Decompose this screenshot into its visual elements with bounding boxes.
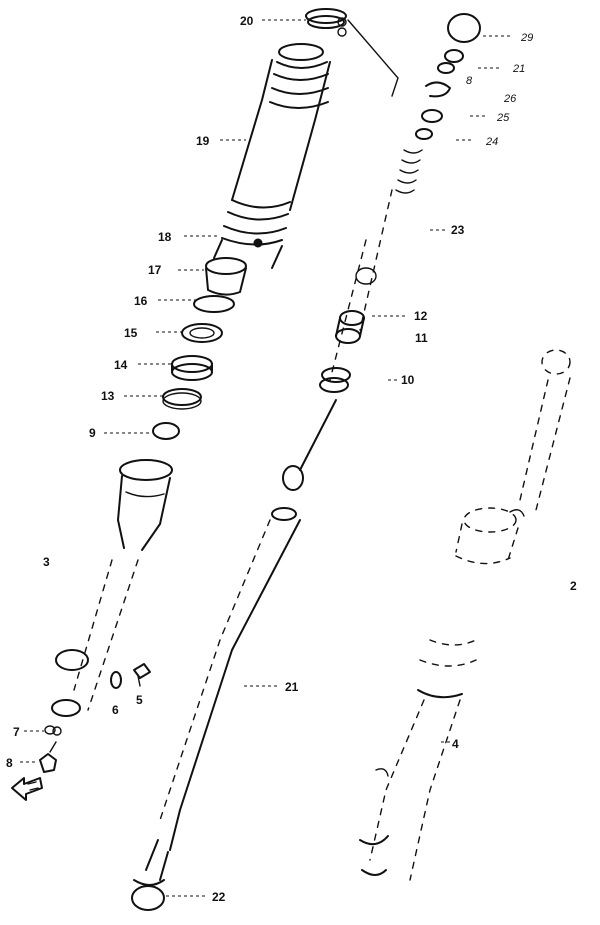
label-23: 23: [451, 223, 465, 237]
label-18: 18: [158, 230, 172, 244]
label-7: 7: [13, 725, 20, 739]
washer-part-6: [110, 671, 122, 689]
label-21b: 21: [512, 63, 525, 75]
label-10: 10: [401, 373, 415, 387]
label-20: 20: [240, 14, 254, 28]
bushing-part-13: [162, 388, 202, 410]
label-13: 13: [101, 389, 115, 403]
bushing-part-14: [171, 355, 213, 381]
label-15: 15: [124, 326, 138, 340]
snap-ring-part-16: [193, 295, 235, 313]
cap-part-29: [447, 13, 481, 43]
label-25: 25: [496, 112, 510, 124]
label-8: 8: [6, 756, 13, 770]
label-19: 19: [196, 134, 210, 148]
label-5: 5: [136, 693, 143, 707]
seat-part-9: [152, 422, 180, 440]
leader-lines: [20, 19, 513, 897]
front-direction-arrow-icon: [11, 777, 43, 801]
label-26: 26: [503, 93, 517, 105]
label-12: 12: [414, 309, 428, 323]
leader-bracket: [347, 19, 399, 97]
label-9: 9: [89, 426, 96, 440]
piston-part-10: [319, 367, 351, 393]
label-17: 17: [148, 263, 162, 277]
damper-rod-part-23: [299, 149, 423, 471]
label-2: 2: [570, 579, 577, 593]
washer-part-15: [181, 323, 223, 343]
ring-part-11: [355, 267, 377, 285]
inner-tube-part-21: [131, 465, 304, 911]
o-ring-part-8b: [437, 49, 464, 74]
outer-tube-part-4: [359, 349, 571, 881]
clip-part-26: [425, 81, 451, 98]
gasket-part-7: [44, 725, 62, 736]
label-6: 6: [112, 703, 119, 717]
washer-part-25: [421, 109, 443, 123]
part-labels: 20 29 21 8 26 25 24 19 23 18 17 16 12 15…: [6, 14, 577, 904]
drain-bolt-part-8: [39, 741, 57, 773]
spring-part-12: [335, 310, 365, 344]
bolt-part-5: [133, 663, 151, 687]
label-21: 21: [285, 680, 299, 694]
fork-boot-part-19: [213, 8, 347, 269]
label-4: 4: [452, 737, 459, 751]
label-24: 24: [485, 136, 498, 148]
label-14: 14: [114, 358, 128, 372]
outer-tube-part-3: [51, 459, 173, 717]
label-29: 29: [520, 32, 533, 44]
label-16: 16: [134, 294, 148, 308]
label-11: 11: [415, 331, 428, 345]
label-3: 3: [43, 555, 50, 569]
nut-part-24: [415, 128, 433, 140]
oil-seal-part-17: [205, 257, 247, 296]
label-22: 22: [212, 890, 226, 904]
label-8b: 8: [466, 75, 473, 87]
